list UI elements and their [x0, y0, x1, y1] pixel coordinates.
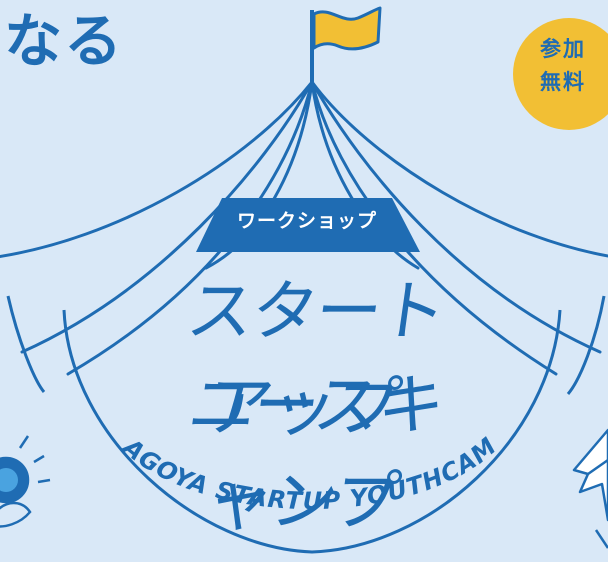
workshop-label: ワークショップ [236, 210, 377, 232]
title-line-2: ユースキャンプ [184, 367, 448, 540]
paper-plane-illustration [572, 428, 608, 549]
headline: なる [4, 7, 125, 75]
bulb-hand-illustration [0, 435, 51, 528]
badge-line-1: 参加 [540, 37, 586, 61]
flag-icon [310, 6, 382, 82]
free-badge [513, 18, 608, 130]
tent-body-arc [62, 309, 562, 554]
badge-line-2: 無料 [540, 70, 586, 94]
workshop-ribbon [196, 198, 420, 252]
